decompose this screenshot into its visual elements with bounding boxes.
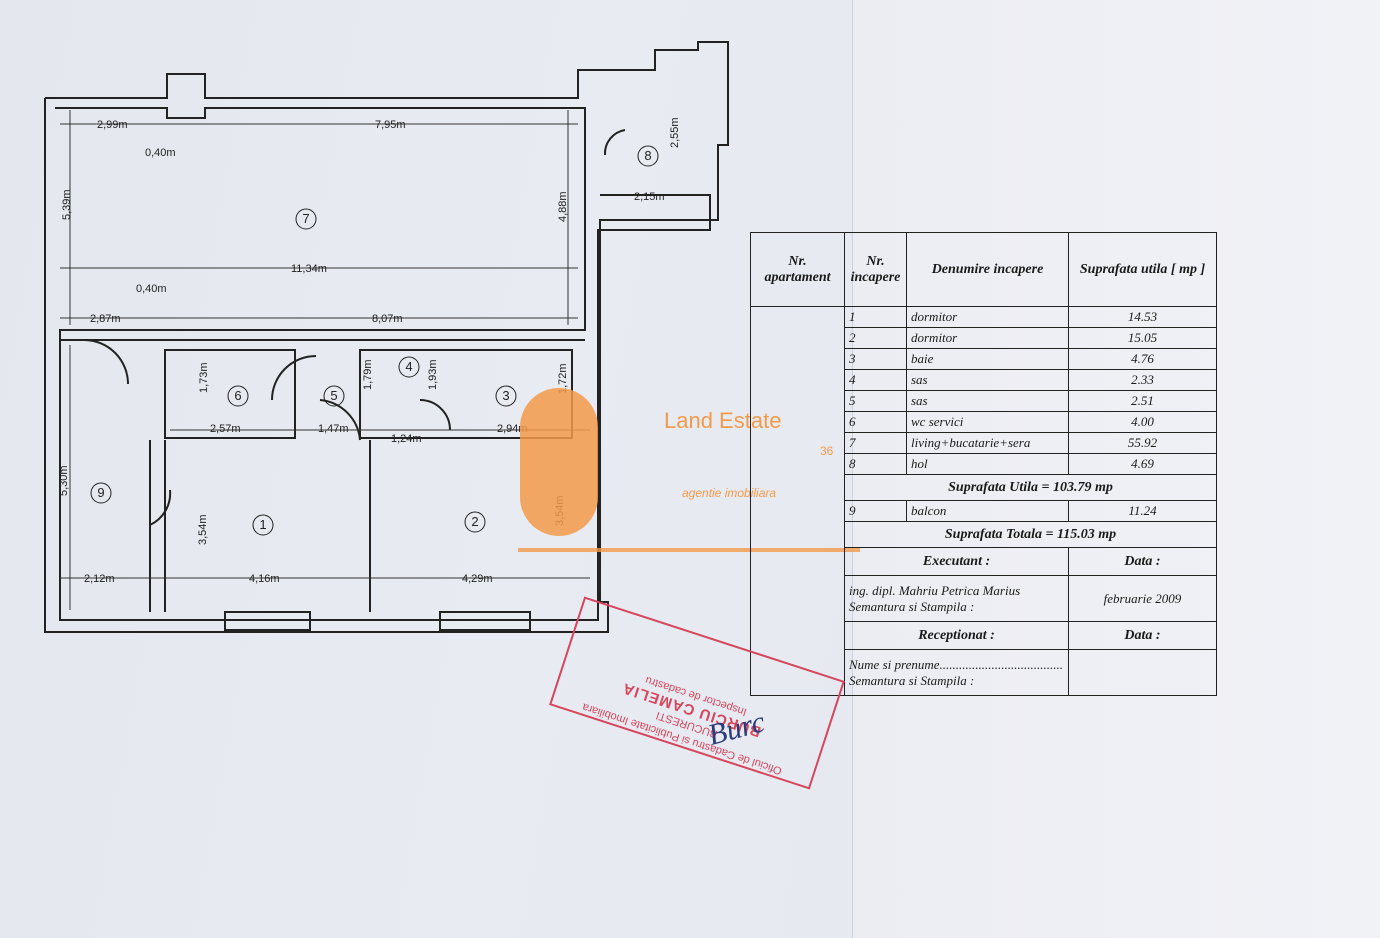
dimension-label: 1,72m <box>557 363 569 394</box>
room-name: hol <box>906 453 1069 475</box>
room-no: 2 <box>844 327 907 349</box>
dimension-label: 2,12m <box>84 573 115 585</box>
date-label: Data : <box>1068 547 1217 576</box>
dimension-label: 5,30m <box>58 465 70 496</box>
dimension-label: 1,79m <box>362 359 374 390</box>
room-number-circle <box>295 208 317 230</box>
executant-label: Executant : <box>844 547 1069 576</box>
dimension-label: 5,39m <box>61 189 73 220</box>
useful-area-total: Suprafata Utila = 103.79 mp <box>844 474 1217 501</box>
dimension-label: 2,55m <box>669 117 681 148</box>
room-area: 11.24 <box>1068 500 1217 522</box>
room-number: 8 <box>644 148 651 163</box>
room-name: baie <box>906 348 1069 370</box>
apartment-cell <box>750 649 845 696</box>
room-number: 3 <box>502 388 509 403</box>
dimension-label: 11,34m <box>291 263 327 275</box>
room-no: 7 <box>844 432 907 454</box>
dimension-label: 3,54m <box>197 514 209 545</box>
dimension-label: 2,94m <box>497 423 528 435</box>
room-no: 1 <box>844 306 907 328</box>
room-number: 6 <box>234 388 241 403</box>
dimension-label: 4,88m <box>557 191 569 222</box>
room-number-circle <box>323 385 345 407</box>
room-name: sas <box>906 390 1069 412</box>
room-name: wc servici <box>906 411 1069 433</box>
dimension-label: 1,24m <box>391 433 422 445</box>
date-value: februarie 2009 <box>1068 575 1217 622</box>
header-room-name: Denumire incapere <box>906 232 1069 307</box>
room-number: 2 <box>471 514 478 529</box>
room-number: 7 <box>302 211 309 226</box>
room-name: balcon <box>906 500 1069 522</box>
room-number: 4 <box>405 359 412 374</box>
dimension-label: 4,29m <box>462 573 493 585</box>
name-label: Nume si prenume.........................… <box>849 656 1064 672</box>
room-no: 5 <box>844 390 907 412</box>
room-no: 9 <box>844 500 907 522</box>
dimension-lines <box>60 110 590 610</box>
receptionat-date-label: Data : <box>1068 621 1217 650</box>
executant-name: ing. dipl. Mahriu Petrica Marius <box>849 582 1021 598</box>
receptionat-details: Nume si prenume.........................… <box>844 649 1069 696</box>
dimension-label: 0,40m <box>145 147 176 159</box>
room-area: 2.51 <box>1068 390 1217 412</box>
room-number: 5 <box>330 388 337 403</box>
room-area: 2.33 <box>1068 369 1217 391</box>
room-area: 4.76 <box>1068 348 1217 370</box>
dimension-label: 1,73m <box>198 362 210 393</box>
room-no: 6 <box>844 411 907 433</box>
dimension-label: 2,15m <box>634 191 665 203</box>
room-number-circle <box>495 385 517 407</box>
room-number: 1 <box>259 517 266 532</box>
header-useful-area: Suprafata utila [ mp ] <box>1068 232 1217 307</box>
dimension-label: 4,16m <box>249 573 280 585</box>
watermark-key-icon <box>520 388 598 536</box>
room-no: 3 <box>844 348 907 370</box>
apartment-cell <box>750 575 845 622</box>
room-area: 4.69 <box>1068 453 1217 475</box>
total-area: Suprafata Totala = 115.03 mp <box>844 521 1217 548</box>
watermark-underline <box>518 548 860 552</box>
header-room-no: Nr. incapere <box>844 232 907 307</box>
room-number-circle <box>90 482 112 504</box>
receptionat-signature-label: Semantura si Stampila : <box>849 672 975 688</box>
dimension-label: 1,47m <box>318 423 349 435</box>
dimension-label: 2,99m <box>97 119 128 131</box>
room-number-circle <box>227 385 249 407</box>
room-area: 4.00 <box>1068 411 1217 433</box>
receptionat-label: Receptionat : <box>844 621 1069 650</box>
floor-plan: 2,99m 7,95m 0,40m 2,55m 2,15m 5,39m 4,88m 11,34… <box>44 41 729 633</box>
dimension-label: 2,87m <box>90 313 121 325</box>
room-number-circle <box>252 514 274 536</box>
room-name: dormitor <box>906 327 1069 349</box>
signature-label: Semantura si Stampila : <box>849 598 975 614</box>
paper-sheet-left <box>0 0 858 938</box>
room-area: 15.05 <box>1068 327 1217 349</box>
room-name: living+bucatarie+sera <box>906 432 1069 454</box>
room-number-circle <box>398 356 420 378</box>
room-name: sas <box>906 369 1069 391</box>
room-no: 8 <box>844 453 907 475</box>
room-name: dormitor <box>906 306 1069 328</box>
dimension-label: 1,93m <box>427 359 439 390</box>
dimension-label: 2,57m <box>210 423 241 435</box>
dimension-label: 7,95m <box>375 119 406 131</box>
header-apartment: Nr. apartament <box>750 232 845 307</box>
room-number-circle <box>637 145 659 167</box>
apartment-cell <box>750 306 845 576</box>
receptionat-date-cell <box>1068 649 1217 696</box>
room-area: 14.53 <box>1068 306 1217 328</box>
room-area-table: Nr. apartament Nr. incapere Denumire inc… <box>750 232 1217 696</box>
apartment-cell <box>750 621 845 650</box>
room-no: 4 <box>844 369 907 391</box>
room-number: 9 <box>97 485 104 500</box>
dimension-label: 8,07m <box>372 313 403 325</box>
dimension-label: 0,40m <box>136 283 167 295</box>
room-number-circle <box>464 511 486 533</box>
room-area: 55.92 <box>1068 432 1217 454</box>
